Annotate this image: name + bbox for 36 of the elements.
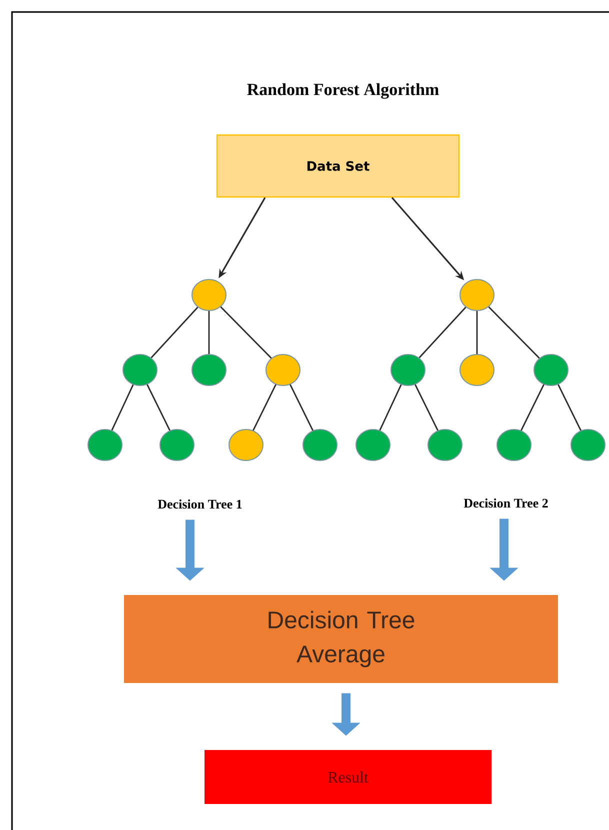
tree-node-circle xyxy=(192,354,226,386)
tree-node-circle xyxy=(302,429,338,461)
tree-branch xyxy=(290,384,314,431)
tree-branch xyxy=(220,306,272,359)
average-box: Decision Tree Average xyxy=(124,595,558,683)
tree-node-circle xyxy=(122,354,158,386)
data-box: Data Set xyxy=(216,134,460,198)
tree-branch xyxy=(252,384,276,431)
tree-node-circle xyxy=(390,354,426,386)
title: Random Forest Algorithm xyxy=(247,83,439,99)
tree-node-circle xyxy=(192,279,226,311)
tree-node-circle xyxy=(460,354,494,386)
tree-label: Decision Tree 2 xyxy=(464,498,548,508)
tree-branch xyxy=(520,384,544,431)
tree-branch xyxy=(418,306,466,358)
tree-branch xyxy=(414,384,438,431)
tree-branch xyxy=(111,384,134,431)
tree-branch xyxy=(558,384,582,431)
tree-node-circle xyxy=(266,354,300,386)
tree-branch xyxy=(146,384,170,431)
tree-node-circle xyxy=(534,354,568,386)
tree-node-circle xyxy=(228,429,264,461)
tree-label: Decision Tree 1 xyxy=(158,499,242,509)
tree-node-circle xyxy=(356,429,390,461)
tree-node-circle xyxy=(460,279,494,311)
tree-node-circle xyxy=(570,429,606,461)
tree-branch xyxy=(476,311,478,354)
tree-branch xyxy=(208,311,210,354)
tree-node-circle xyxy=(428,429,462,461)
result-box: Result xyxy=(204,750,492,804)
tree-node-circle xyxy=(160,429,194,461)
tree-branch xyxy=(379,384,402,431)
tree-branch xyxy=(488,306,540,359)
tree-node-circle xyxy=(88,429,122,461)
tree-branch xyxy=(150,306,198,358)
tree-node-circle xyxy=(496,429,532,461)
